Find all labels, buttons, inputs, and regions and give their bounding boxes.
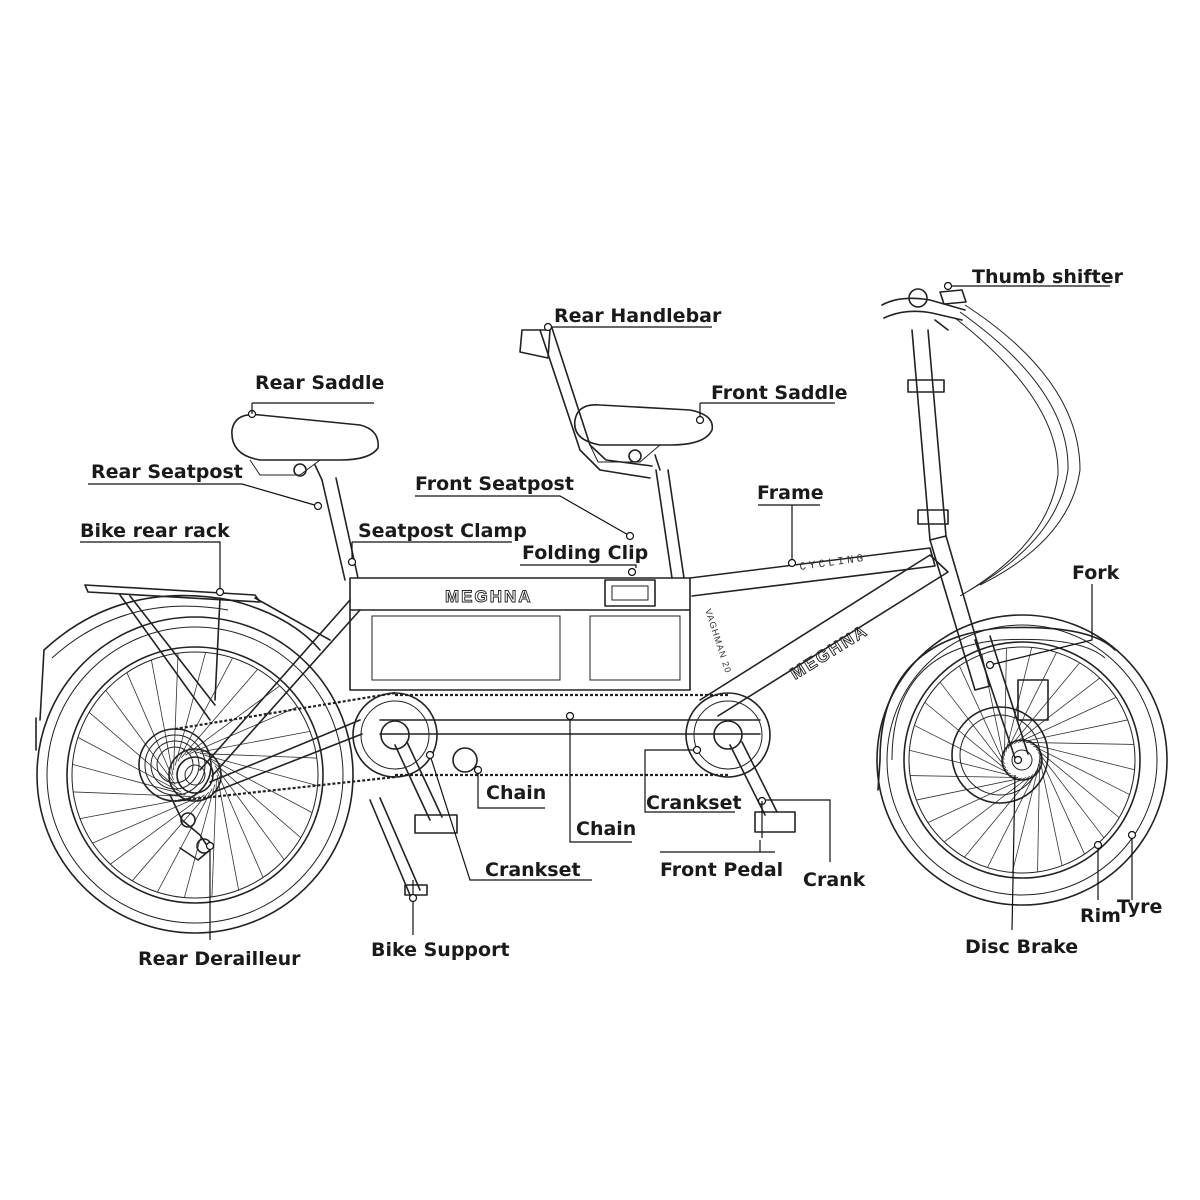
label-front-pedal: Front Pedal <box>660 859 783 881</box>
spoke <box>174 652 206 766</box>
label-tyre: Tyre <box>1117 896 1162 918</box>
spoke <box>909 749 1015 777</box>
spoke <box>1013 677 1101 745</box>
label-fork: Fork <box>1072 562 1120 584</box>
spoke <box>1011 767 1039 873</box>
tube-text: VAGHMAN 20 <box>703 608 733 675</box>
spoke <box>131 791 210 882</box>
spoke <box>216 774 240 891</box>
spoke <box>92 796 201 844</box>
label-crankset-front: Crankset <box>646 792 742 814</box>
spoke <box>916 777 1023 801</box>
label-bike-rear-rack: Bike rear rack <box>80 520 230 542</box>
rear-wheel <box>35 594 354 934</box>
spoke <box>216 769 264 878</box>
spoke <box>211 760 302 839</box>
spoke <box>214 765 285 860</box>
spoke <box>1039 755 1085 855</box>
spoke <box>1021 719 1128 743</box>
label-crank: Crank <box>803 869 866 891</box>
label-rim: Rim <box>1080 905 1121 927</box>
label-crankset-rear: Crankset <box>485 859 581 881</box>
spoke <box>173 653 179 771</box>
label-folding-clip: Folding Clip <box>522 542 648 564</box>
label-bike-support: Bike Support <box>371 939 510 961</box>
spoke <box>927 777 1027 823</box>
spoke <box>194 730 311 754</box>
brand-logo-top: MEGHNA <box>445 587 533 606</box>
spoke <box>204 754 318 786</box>
rear-saddle-drawing <box>231 413 379 481</box>
spoke <box>150 659 174 776</box>
label-rear-handlebar: Rear Handlebar <box>554 305 722 327</box>
spoke <box>1037 751 1105 839</box>
spoke <box>1004 648 1007 757</box>
spoke <box>1010 662 1080 747</box>
spoke <box>211 779 217 897</box>
spoke <box>157 788 213 893</box>
spoke <box>180 668 259 759</box>
spoke <box>126 672 174 781</box>
label-seatpost-clamp: Seatpost Clamp <box>358 520 527 542</box>
front-saddle-drawing <box>573 403 714 471</box>
callout-labels: Thumb shifter Rear Handlebar Rear Saddle… <box>80 266 1162 970</box>
brand-logo-downtube: MEGHNA <box>787 621 871 684</box>
drivetrain <box>174 691 796 896</box>
spoke <box>924 702 1009 772</box>
label-rear-derailleur: Rear Derailleur <box>138 948 301 970</box>
spoke <box>110 794 205 865</box>
label-rear-seatpost: Rear Seatpost <box>91 461 243 483</box>
spoke <box>77 737 182 793</box>
spoke <box>1037 763 1040 872</box>
spoke <box>987 771 1037 868</box>
spoke <box>1033 745 1130 795</box>
front-wheel <box>876 614 1168 906</box>
spoke <box>199 753 317 759</box>
rear-handlebar-drawing <box>519 327 653 479</box>
spoke <box>1039 759 1063 866</box>
label-frame: Frame <box>757 482 824 504</box>
spoke <box>943 775 1031 843</box>
label-rear-saddle: Rear Saddle <box>255 372 384 394</box>
spoke <box>910 775 1019 778</box>
front-handlebar-drawing <box>881 288 1081 597</box>
spoke <box>959 665 1005 765</box>
spoke <box>105 690 176 785</box>
label-front-saddle: Front Saddle <box>711 382 848 404</box>
label-chain-2: Chain <box>576 818 636 840</box>
spoke <box>88 711 179 790</box>
frame-text-cycling: CYCLING <box>799 553 867 574</box>
label-thumb-shifter: Thumb shifter <box>972 266 1124 288</box>
spoke <box>914 725 1011 775</box>
spoke <box>1035 748 1120 818</box>
label-disc-brake: Disc Brake <box>965 936 1078 958</box>
leader-lines <box>80 281 1137 940</box>
frame-branding: MEGHNA CYCLING MEGHNA VAGHMAN 20 <box>445 553 872 684</box>
spoke <box>73 791 191 797</box>
label-chain-1: Chain <box>486 782 546 804</box>
spoke <box>1007 652 1057 749</box>
rear-rack <box>84 584 331 721</box>
spoke <box>964 773 1034 858</box>
spoke <box>1025 742 1134 745</box>
spoke <box>189 706 298 754</box>
spoke <box>208 757 313 813</box>
label-front-seatpost: Front Seatpost <box>415 473 574 495</box>
spoke <box>72 764 186 796</box>
